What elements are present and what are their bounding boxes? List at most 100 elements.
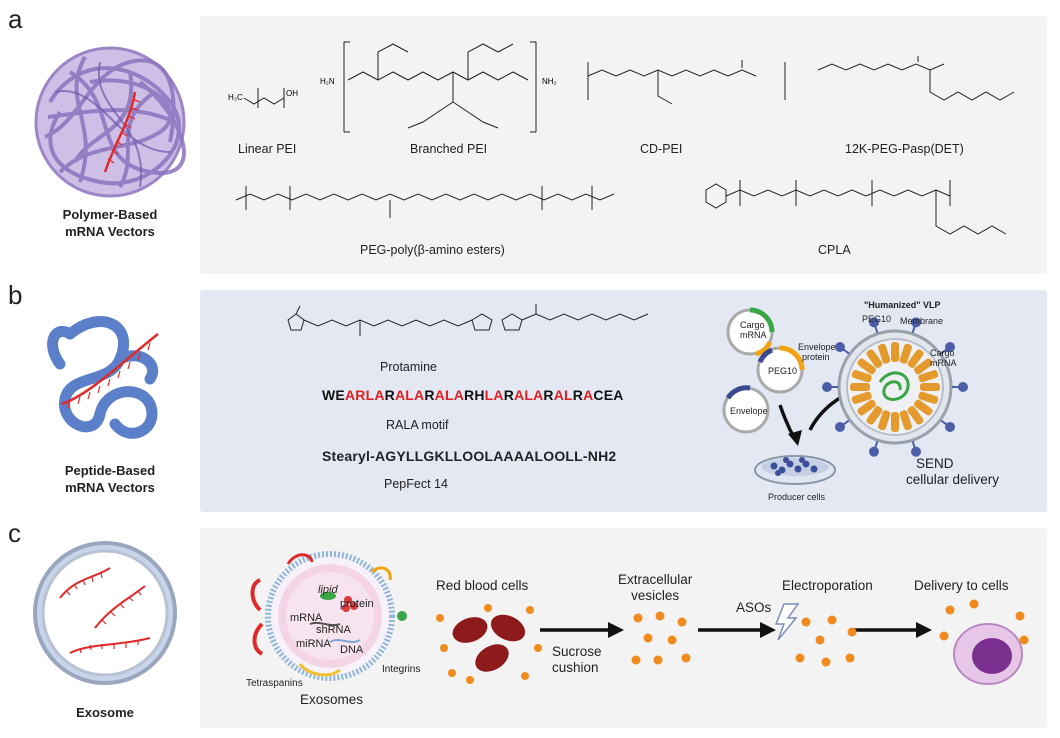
vlp-spike-head [945, 421, 956, 432]
polymer-ball-illustration [34, 46, 186, 198]
step-electroporation-label: Electroporation [782, 578, 873, 593]
ev-line-2: vesicles [631, 588, 680, 603]
rala-segment: R [384, 387, 395, 403]
vlp-capsid-rod [918, 370, 939, 383]
peptide-title-line-1: Peptide-Based [64, 463, 156, 478]
rala-segment: ALA [514, 387, 544, 403]
vlp-capsid-rod [850, 383, 870, 391]
target-cell [939, 599, 1029, 685]
vlp-mrna-label: mRNA [930, 358, 957, 368]
rala-segment: LA [484, 387, 504, 403]
peptide-title-line-2: mRNA Vectors [65, 480, 155, 495]
panel-a-box [200, 16, 1047, 274]
flow-arrows [540, 622, 932, 638]
pepfect-sequence: Stearyl-AGYLLGKLLOOLAAAALOOLL-NH2 [322, 448, 617, 464]
lightning-icon [774, 603, 800, 641]
panel-c-letter: c [8, 518, 21, 548]
vlp-capsid-rod [851, 391, 872, 404]
svg-text:H₃C: H₃C [228, 93, 243, 102]
vlp-capsid-rod [851, 370, 872, 383]
rala-segment: WE [322, 387, 345, 403]
vlp-capsid-rod [891, 342, 899, 362]
rala-sequence: WEARLARALARALARHLARALARALRACEA [322, 387, 624, 403]
chem-peg-pasp: 12K-PEG-Pasp(DET) [845, 142, 964, 156]
exo-lipid-label: lipid [318, 584, 338, 596]
exo-mrna-label: mRNA [290, 612, 323, 624]
vlp-spike-head [911, 446, 922, 457]
peg-pasp-structure [817, 56, 1015, 101]
vlp-protein-label: protein [802, 352, 830, 362]
chem-branched-pei: Branched PEI [410, 142, 488, 156]
vlp-spike-head [834, 342, 845, 353]
rala-segment: RH [464, 387, 485, 403]
rala-label: RALA motif [386, 418, 449, 432]
panel-a-letter: a [8, 4, 23, 34]
ev-group [631, 611, 691, 665]
vlp-capsid-rod [918, 391, 939, 404]
peptide-vector-title: Peptide-Based mRNA Vectors [30, 462, 190, 496]
send-caption-line-1: SEND [916, 456, 954, 471]
electroporated-ev-group [795, 615, 857, 667]
rbc-group [436, 604, 542, 684]
send-caption-line-2: cellular delivery [906, 472, 1000, 487]
vlp-capsid-rod [857, 399, 876, 416]
rala-segment: R [572, 387, 584, 403]
sucrose-line-1: Sucrose [552, 644, 602, 659]
linear-pei-structure: H₃C OH [228, 88, 298, 108]
chem-peg-pbae: PEG-poly(β-amino esters) [360, 243, 505, 257]
exo-shrna-label: shRNA [316, 624, 351, 636]
step-ev-label: Extracellular vesicles [618, 572, 692, 604]
step-delivery-label: Delivery to cells [914, 578, 1009, 593]
plasmid-cargo-label: Cargo [740, 320, 765, 330]
panel-b-letter: b [8, 280, 23, 310]
step-sucrose-label: Sucrose cushion [552, 644, 602, 676]
chem-cd-pei: CD-PEI [640, 142, 683, 156]
cd-pei-structure [587, 60, 786, 105]
rala-segment: R [424, 387, 435, 403]
vlp-capsid-rod [878, 343, 891, 364]
exosome-illustration [33, 541, 177, 685]
plasmid-mrna-label: mRNA [740, 330, 767, 340]
vlp-spike-head [868, 317, 879, 328]
send-plasmids [722, 307, 805, 434]
exo-mirna-label: miRNA [296, 638, 331, 650]
vlp-capsid-rod [907, 349, 924, 368]
producer-cells-dish [754, 455, 836, 485]
vlp-spike-head [911, 317, 922, 328]
rala-segment: R [543, 387, 554, 403]
vlp-capsid-rod [857, 358, 876, 375]
vlp-capsid-rod [899, 343, 912, 364]
rala-segment: AR [344, 387, 366, 403]
producer-cells-label: Producer cells [768, 492, 826, 502]
branched-pei-structure: H₂N NH₂ [320, 41, 557, 133]
rala-segment: ALA [394, 387, 425, 403]
rala-segment: AL [553, 387, 573, 403]
vlp-capsid-rod [914, 358, 933, 375]
vlp-envelope-label: Envelope [798, 342, 836, 352]
svg-text:OH: OH [286, 89, 298, 98]
vlp-membrane-label: Membrane [900, 316, 944, 326]
polymer-vector-title: Polymer-Based mRNA Vectors [30, 206, 190, 240]
vlp-peg10-label: PEG10 [862, 314, 892, 324]
polymer-title-line-1: Polymer-Based [62, 207, 158, 222]
rala-segment: ALA [434, 387, 465, 403]
cpla-structure [705, 180, 1007, 235]
vlp-capsid-rod [907, 406, 924, 425]
plasmid-peg10-label: PEG10 [768, 366, 798, 376]
vlp-spike-head [822, 382, 832, 392]
vlp-capsid-rod [878, 410, 891, 431]
vlp-capsid-rod [914, 399, 933, 416]
rala-segment: A [583, 387, 594, 403]
step-rbc-label: Red blood cells [436, 578, 529, 593]
protamine-structure [287, 304, 649, 336]
chem-cpla: CPLA [818, 243, 851, 257]
peg-pbae-structure [235, 186, 615, 218]
vlp-title: "Humanized" VLP [864, 300, 941, 310]
send-caption: SEND cellular delivery [906, 456, 999, 488]
humanized-vlp [822, 317, 968, 457]
chem-linear-pei: Linear PEI [238, 142, 297, 156]
vlp-capsid-rod [891, 412, 899, 432]
rala-segment: R [503, 387, 515, 403]
polymer-title-line-2: mRNA Vectors [65, 224, 155, 239]
svg-text:NH₂: NH₂ [542, 77, 557, 86]
